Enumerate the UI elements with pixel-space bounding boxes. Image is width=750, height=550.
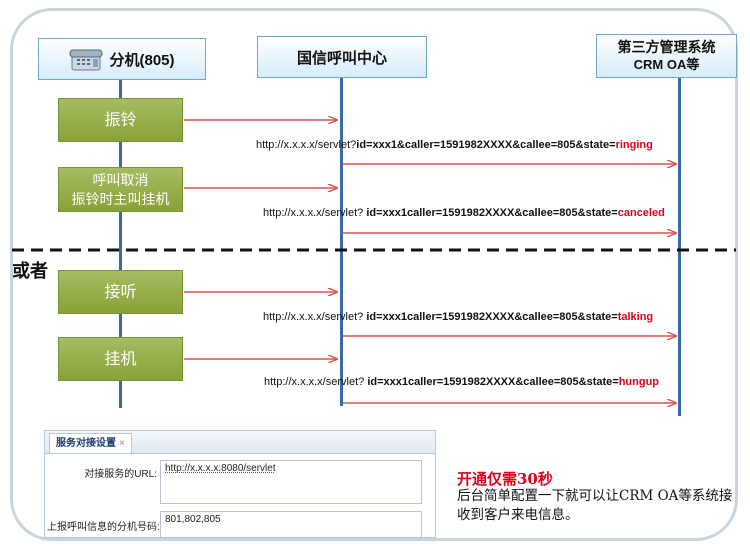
tab-service-settings[interactable]: 服务对接设置× <box>49 433 132 453</box>
url-canceled: http://x.x.x.x/servlet? id=xxx1caller=15… <box>263 207 665 219</box>
url-ringing-params: id=xxx1&caller=1591982XXXX&callee=805&st… <box>356 139 616 151</box>
note-body: 后台简单配置一下就可以让CRM OA等系统接收到客户来电信息。 <box>457 488 733 523</box>
url-talking-prefix: http://x.x.x.x/servlet? <box>263 311 367 323</box>
tab-service-settings-label: 服务对接设置 <box>56 438 116 449</box>
or-label: 或者 <box>12 261 48 281</box>
call-center-header-label: 国信呼叫中心 <box>296 49 387 67</box>
telephone-icon <box>69 49 103 71</box>
url-talking: http://x.x.x.x/servlet? id=xxx1caller=15… <box>263 311 653 323</box>
third-party-header-line1: 第三方管理系统 <box>617 39 716 55</box>
event-talking-box: 接听 <box>58 270 183 314</box>
url-talking-state: talking <box>617 311 654 323</box>
url-canceled-params: id=xxx1caller=1591982XXXX&callee=805&sta… <box>366 207 618 219</box>
third-party-lane <box>678 78 681 416</box>
url-canceled-state: canceled <box>617 207 665 219</box>
third-party-header: 第三方管理系统 CRM OA等 <box>596 34 737 78</box>
extension-header: 分机(805) <box>38 38 206 80</box>
call-center-header: 国信呼叫中心 <box>257 36 427 78</box>
event-hungup-box: 挂机 <box>58 337 183 381</box>
service-url-value: http://x.x.x.x:8080/servlet <box>165 463 276 474</box>
event-ringing-box: 振铃 <box>58 98 183 142</box>
close-icon[interactable]: × <box>119 438 125 449</box>
extension-lane <box>119 80 122 408</box>
event-canceled-label-line2: 振铃时主叫挂机 <box>71 190 170 207</box>
url-ringing-prefix: http://x.x.x.x/servlet? <box>256 139 357 151</box>
note-title: 开通仅需30秒 <box>457 470 553 488</box>
url-ringing-state: ringing <box>615 139 653 151</box>
service-settings-panel: 服务对接设置× 对接服务的URL: http://x.x.x.x:8080/se… <box>44 430 436 538</box>
url-hungup-params: id=xxx1caller=1591982XXXX&callee=805&sta… <box>367 376 619 388</box>
event-canceled-label-line1: 呼叫取消 <box>92 171 149 188</box>
event-hungup-label: 挂机 <box>104 350 137 368</box>
event-talking-label: 接听 <box>104 283 137 301</box>
url-ringing: http://x.x.x.x/servlet?id=xxx1&caller=15… <box>256 139 653 151</box>
center-lane <box>340 78 343 406</box>
panel-tabbar: 服务对接设置× <box>45 431 435 454</box>
url-hungup-prefix: http://x.x.x.x/servlet? <box>264 376 368 388</box>
url-hungup: http://x.x.x.x/servlet? id=xxx1caller=15… <box>264 376 659 388</box>
extension-numbers-label: 上报呼叫信息的分机号码: <box>47 522 160 533</box>
url-canceled-prefix: http://x.x.x.x/servlet? <box>263 207 367 219</box>
extension-header-label: 分机(805) <box>109 51 175 69</box>
event-ringing-label: 振铃 <box>104 111 137 129</box>
extension-numbers-value: 801,802,805 <box>165 514 221 525</box>
service-url-label: 对接服务的URL: <box>84 469 157 480</box>
extension-numbers-field[interactable]: 801,802,805 <box>160 511 422 538</box>
event-canceled-box: 呼叫取消 振铃时主叫挂机 <box>58 167 183 212</box>
service-url-field[interactable]: http://x.x.x.x:8080/servlet <box>160 460 422 504</box>
url-hungup-state: hungup <box>618 376 660 388</box>
url-talking-params: id=xxx1caller=1591982XXXX&callee=805&sta… <box>366 311 618 323</box>
third-party-header-line2: CRM OA等 <box>633 57 700 72</box>
